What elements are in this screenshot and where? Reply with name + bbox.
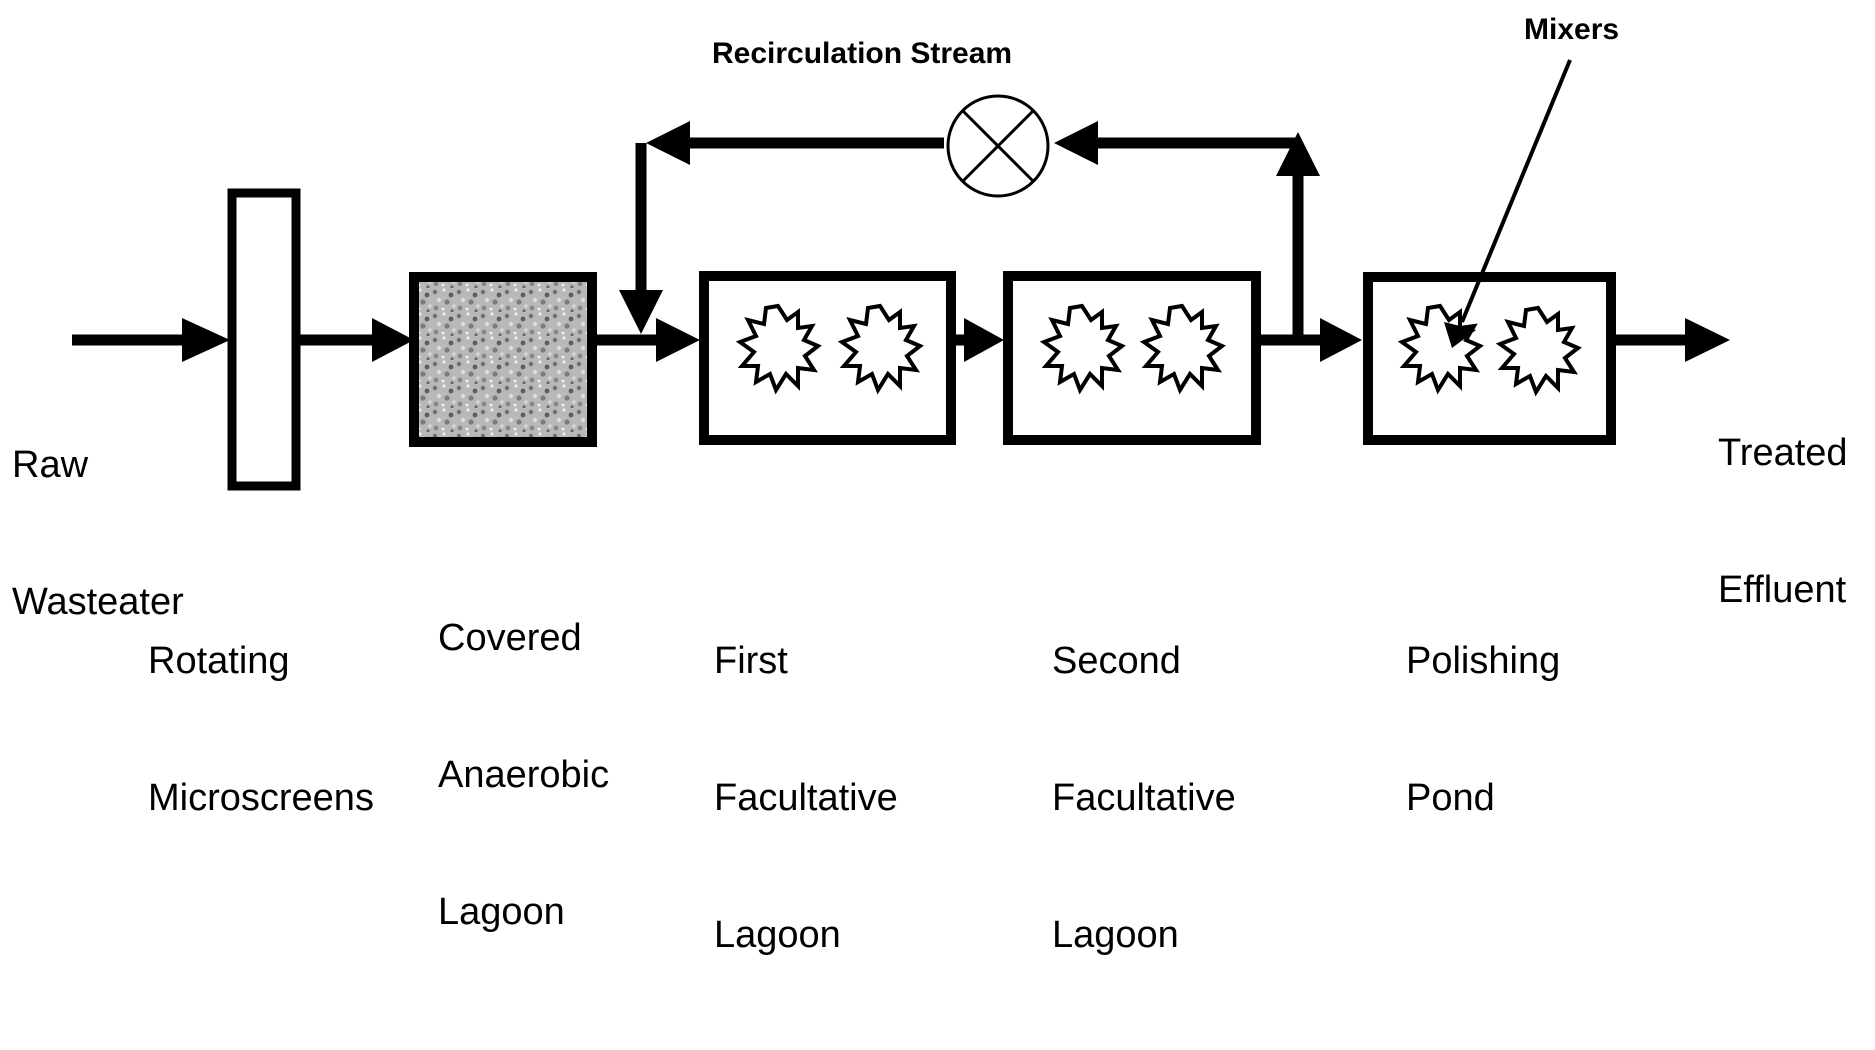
second-facultative-lagoon-box xyxy=(1003,271,1261,445)
label-treated-effluent: Treated Effluent xyxy=(1718,340,1848,705)
label-line: First xyxy=(714,640,788,683)
label-line: Covered xyxy=(438,617,582,660)
arrow-anaerobic-to-first-facultative xyxy=(596,318,700,362)
arrow-second-to-polishing xyxy=(1260,318,1362,362)
diagram-canvas xyxy=(72,59,1730,491)
label-line: Rotating xyxy=(148,640,290,683)
label-line: Second xyxy=(1052,640,1181,683)
polishing-pond-box xyxy=(1363,272,1616,445)
label-first-facultative-lagoon: First Facultative Lagoon xyxy=(714,548,898,1050)
label-recirculation-stream: Recirculation Stream xyxy=(712,37,1013,70)
label-line: Raw xyxy=(12,444,89,487)
rotating-microscreens-box xyxy=(227,188,301,491)
label-line: Wasteater xyxy=(12,580,184,623)
label-polishing-pond: Polishing Pond xyxy=(1406,548,1560,913)
label-line: Facultative xyxy=(714,776,898,819)
label-raw-wastewater: Raw Wasteater xyxy=(12,352,184,717)
label-line: Polishing xyxy=(1406,640,1561,683)
label-covered-anaerobic-lagoon: Covered Anaerobic Lagoon xyxy=(438,525,609,1027)
label-line: Treated xyxy=(1718,432,1848,475)
label-line: Lagoon xyxy=(714,913,841,956)
process-flow-diagram: Raw Wasteater Rotating Microscreens Cove… xyxy=(12,13,1848,956)
mixers-leader-arrow xyxy=(1444,59,1572,348)
first-facultative-lagoon-box xyxy=(699,271,956,445)
label-line: Microscreens xyxy=(148,776,374,819)
arrow-screens-to-anaerobic xyxy=(300,318,414,362)
label-line: Pond xyxy=(1406,776,1495,819)
outflow-arrow xyxy=(1615,318,1730,362)
label-second-facultative-lagoon: Second Facultative Lagoon xyxy=(1052,548,1236,1050)
label-line: Facultative xyxy=(1052,776,1236,819)
circle-x-pump-icon xyxy=(946,94,1050,198)
label-line: Lagoon xyxy=(438,890,565,933)
recirculation-loop xyxy=(619,121,1320,340)
covered-anaerobic-lagoon-box xyxy=(409,272,597,447)
label-mixers: Mixers xyxy=(1524,13,1620,46)
label-rotating-microscreens: Rotating Microscreens xyxy=(148,548,374,913)
arrow-first-to-second-facultative xyxy=(956,318,1004,362)
label-line: Anaerobic xyxy=(438,753,610,796)
inflow-arrow xyxy=(72,318,230,362)
label-line: Lagoon xyxy=(1052,913,1179,956)
label-line: Effluent xyxy=(1718,568,1847,611)
